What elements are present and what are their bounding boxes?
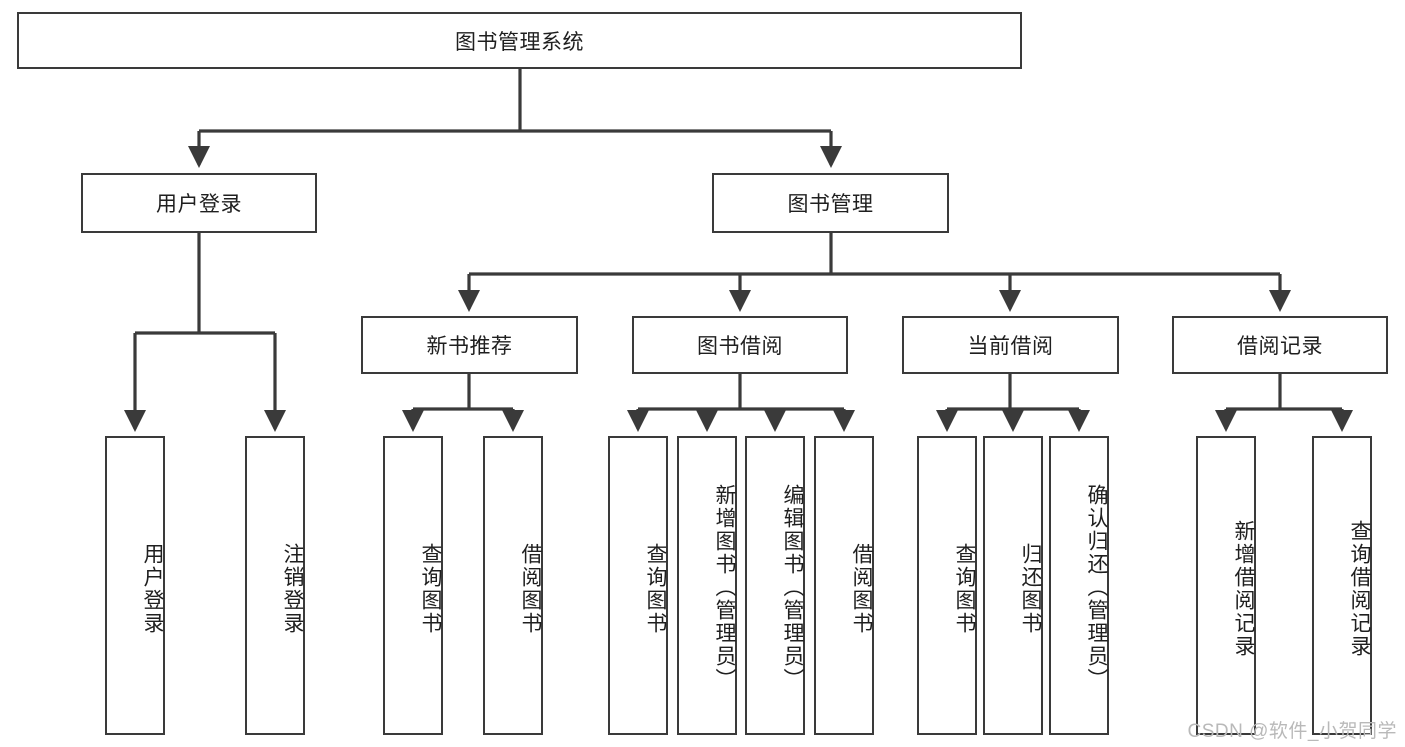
leaf-query-book-recommend[interactable]: 查询图书 [383, 436, 443, 735]
leaf-query-book-borrow[interactable]: 查询图书 [608, 436, 668, 735]
leaf-return-book[interactable]: 归还图书 [983, 436, 1043, 735]
leaf-edit-book-admin[interactable]: 编辑图书（管理员） [745, 436, 805, 735]
node-current-borrow[interactable]: 当前借阅 [902, 316, 1119, 374]
leaf-logout[interactable]: 注销登录 [245, 436, 305, 735]
leaf-query-borrow-record[interactable]: 查询借阅记录 [1312, 436, 1372, 735]
node-book-borrow[interactable]: 图书借阅 [632, 316, 848, 374]
leaf-add-borrow-record[interactable]: 新增借阅记录 [1196, 436, 1256, 735]
leaf-query-book-current[interactable]: 查询图书 [917, 436, 977, 735]
leaf-confirm-return-admin[interactable]: 确认归还（管理员） [1049, 436, 1109, 735]
node-book-manage[interactable]: 图书管理 [712, 173, 949, 233]
csdn-watermark: CSDN @软件_小贺同学 [1187, 721, 1397, 742]
leaf-borrow-book-borrow[interactable]: 借阅图书 [814, 436, 874, 735]
leaf-borrow-book-recommend[interactable]: 借阅图书 [483, 436, 543, 735]
node-root[interactable]: 图书管理系统 [17, 12, 1022, 69]
leaf-add-book-admin[interactable]: 新增图书（管理员） [677, 436, 737, 735]
node-borrow-record[interactable]: 借阅记录 [1172, 316, 1388, 374]
leaf-user-login[interactable]: 用户登录 [105, 436, 165, 735]
node-new-book-recommend[interactable]: 新书推荐 [361, 316, 578, 374]
node-user-login[interactable]: 用户登录 [81, 173, 317, 233]
